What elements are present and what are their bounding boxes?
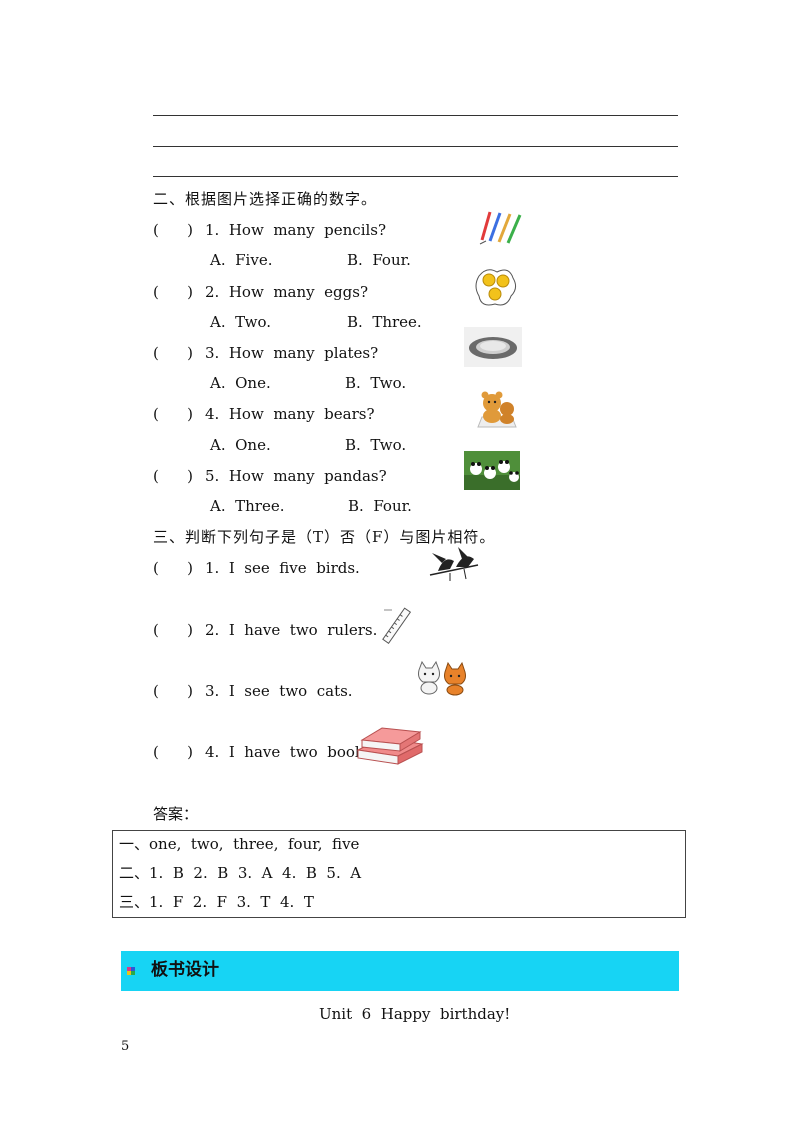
section-banner: 板书设计 (121, 951, 679, 991)
books-icon (356, 727, 424, 765)
pencils-icon (479, 211, 522, 245)
pandas-icon (464, 451, 520, 490)
answer-paren-s2-q5[interactable]: () (153, 467, 193, 485)
bears-icon (477, 391, 517, 428)
answer-paren-s2-q4[interactable]: () (153, 405, 193, 423)
answer-paren-s2-q1[interactable]: () (153, 221, 193, 239)
answer-paren-s2-q3[interactable]: () (153, 344, 193, 362)
answers-label: 答案： (153, 805, 199, 823)
s2-q3-text: 3. How many plates? (205, 344, 379, 362)
s2-q4-option-a: A. One. (210, 436, 271, 454)
s2-q1-option-b: B. Four. (347, 251, 411, 269)
s3-q1-text: 1. I see five birds. (205, 559, 360, 577)
cats-icon (418, 660, 466, 696)
s3-q4-text: 4. I have two books. (205, 743, 377, 761)
section3-title: 三、判断下列句子是（T）否（F）与图片相符。 (153, 528, 496, 546)
answer-paren-s2-q2[interactable]: () (153, 283, 193, 301)
eggs-icon (475, 269, 517, 306)
s2-q2-option-a: A. Two. (210, 313, 271, 331)
s2-q2-text: 2. How many eggs? (205, 283, 368, 301)
answer-line-2: 二、1. B 2. B 3. A 4. B 5. A (119, 864, 362, 882)
answer-box: 一、one, two, three, four, five 二、1. B 2. … (112, 830, 686, 918)
answer-paren-s3-q2[interactable]: () (153, 621, 193, 639)
answer-paren-s3-q3[interactable]: () (153, 682, 193, 700)
s2-q4-option-b: B. Two. (345, 436, 407, 454)
s2-q4-text: 4. How many bears? (205, 405, 375, 423)
s3-q3-text: 3. I see two cats. (205, 682, 353, 700)
writing-line-2 (153, 146, 678, 147)
plate-icon (464, 327, 522, 367)
birds-icon (429, 547, 479, 581)
ruler-icon (382, 607, 412, 644)
s2-q3-option-a: A. One. (210, 374, 271, 392)
page-number: 5 (121, 1039, 130, 1054)
unit-title: Unit 6 Happy birthday! (319, 1005, 511, 1023)
answer-line-1: 一、one, two, three, four, five (119, 835, 360, 853)
bullet-diamond-icon (127, 967, 135, 975)
section2-title: 二、根据图片选择正确的数字。 (153, 190, 378, 208)
writing-line-3 (153, 176, 678, 177)
s2-q5-text: 5. How many pandas? (205, 467, 387, 485)
answer-paren-s3-q4[interactable]: () (153, 743, 193, 761)
s2-q5-option-b: B. Four. (348, 497, 412, 515)
s2-q2-option-b: B. Three. (347, 313, 422, 331)
s2-q1-option-a: A. Five. (210, 251, 273, 269)
answer-line-3: 三、1. F 2. F 3. T 4. T (119, 893, 314, 911)
s2-q1-text: 1. How many pencils? (205, 221, 387, 239)
banner-title: 板书设计 (151, 960, 219, 980)
s2-q5-option-a: A. Three. (210, 497, 285, 515)
writing-line-1 (153, 115, 678, 116)
s3-q2-text: 2. I have two rulers. (205, 621, 378, 639)
answer-paren-s3-q1[interactable]: () (153, 559, 193, 577)
s2-q3-option-b: B. Two. (345, 374, 407, 392)
